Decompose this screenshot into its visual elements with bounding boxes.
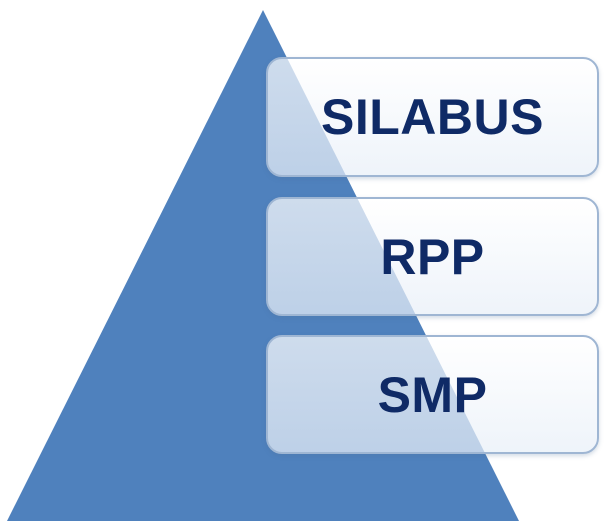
level-box-rpp: RPP <box>266 197 599 316</box>
level-label-rpp: RPP <box>380 228 485 285</box>
level-label-silabus: SILABUS <box>321 89 544 145</box>
level-box-smp: SMP <box>266 335 599 454</box>
level-label-smp: SMP <box>377 366 488 423</box>
level-box-silabus: SILABUS <box>266 57 599 177</box>
